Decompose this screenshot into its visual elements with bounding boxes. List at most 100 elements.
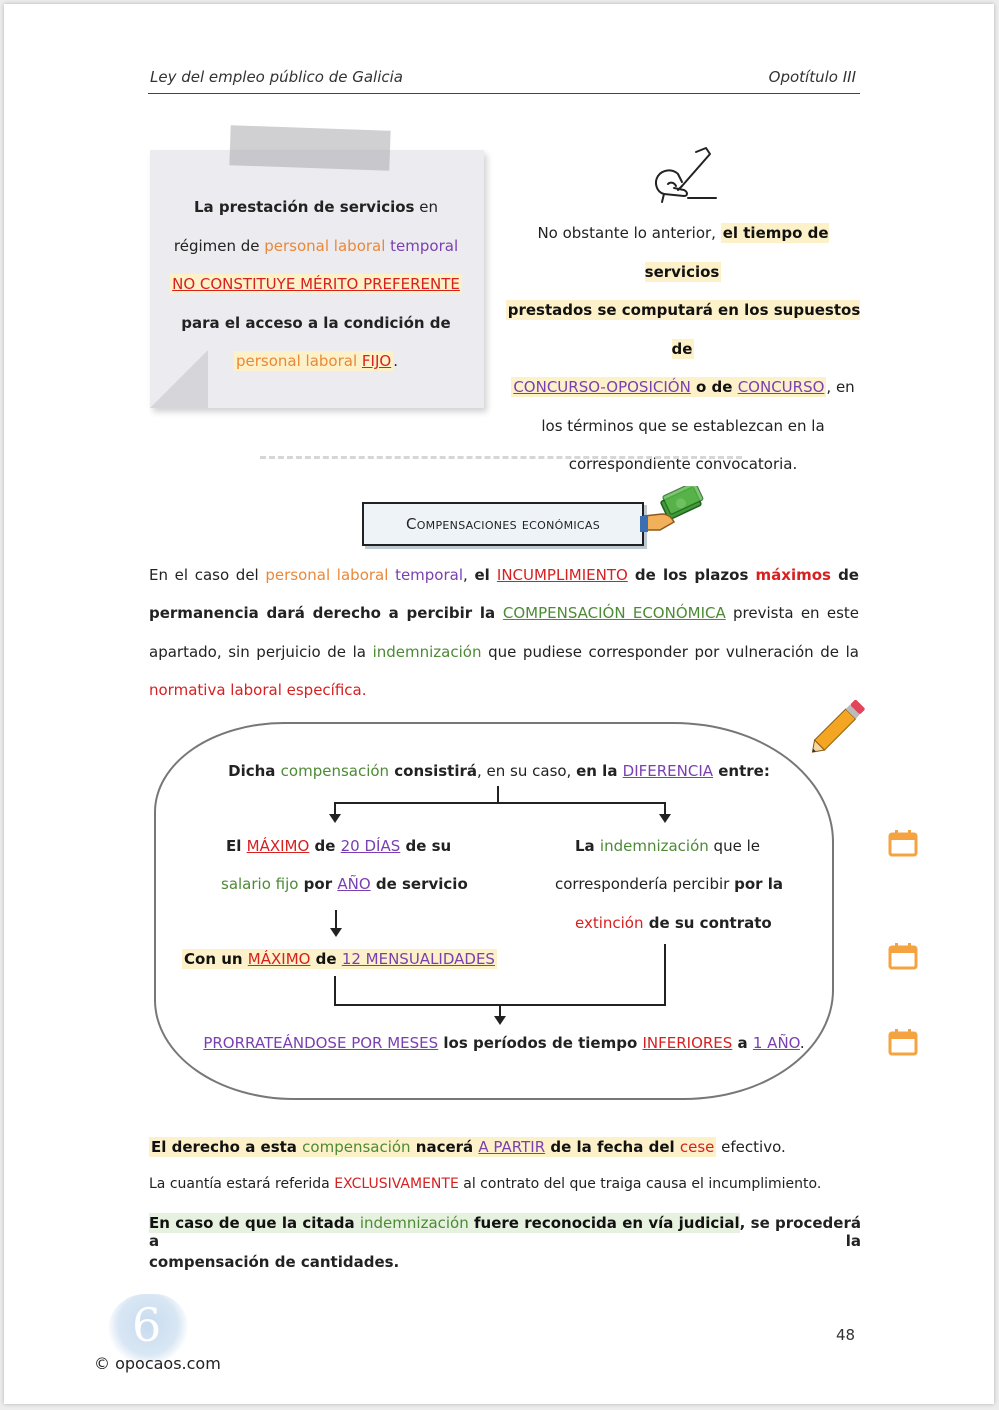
right-en: , en <box>826 378 855 396</box>
left-branch-line1: El MÁXIMO de 20 DÍAS de su <box>226 837 451 855</box>
pencil-icon <box>811 699 865 753</box>
calendar-icon <box>888 830 918 857</box>
document-page: Ley del empleo público de Galicia Opotít… <box>4 4 994 1404</box>
note-term-fijo: FIJO <box>361 352 392 370</box>
bt-compensacion-cantidades: compensación de cantidades. <box>149 1253 400 1271</box>
page-number: 48 <box>836 1326 856 1344</box>
bt-compensacion: compensación <box>302 1138 411 1156</box>
connector-top-horizontal <box>334 802 666 804</box>
arrow-right-down <box>659 814 671 823</box>
diag-por: por <box>298 875 338 893</box>
right-branch-line3: extinción de su contrato <box>575 914 772 932</box>
para-normativa: normativa laboral específica. <box>149 681 367 700</box>
connector-bottom-vertical <box>499 1004 501 1018</box>
diag-el: El <box>226 837 247 855</box>
bottom-line1: El derecho a esta compensación nacerá A … <box>149 1137 861 1157</box>
connector-left-bottom <box>334 976 336 1006</box>
left-branch-line2: salario fijo por AÑO de servicio <box>221 875 468 893</box>
diag-la: La <box>575 837 600 855</box>
diag-ano: AÑO <box>337 875 371 893</box>
bt-cuantia: La cuantía estará referida <box>149 1176 335 1192</box>
diag-salario-fijo: salario fijo <box>221 875 299 893</box>
diag-los-periodos: los períodos de tiempo <box>438 1034 643 1052</box>
left-branch-line3: Con un MÁXIMO de 12 MENSUALIDADES <box>182 949 497 969</box>
note-line1-end: en <box>414 198 438 216</box>
note-fold-corner <box>150 350 208 408</box>
para-prevista: prevista en este apartado, sin perjuicio… <box>149 604 859 661</box>
diagram-top-line: Dicha compensación consistirá, en su cas… <box>4 762 994 780</box>
logo-6-icon: 6 <box>132 1298 162 1352</box>
diag-en-su-caso: , en su caso, <box>477 762 577 780</box>
diag-con-un: Con un <box>184 950 248 968</box>
diag-corresponderia: correspondería percibir <box>555 875 735 893</box>
bt-contrato: al contrato del que traiga causa el incu… <box>458 1176 822 1192</box>
money-hand-icon <box>640 486 704 532</box>
diag-20-dias: 20 DÍAS <box>340 837 401 855</box>
connector-left-mid <box>335 910 337 930</box>
calendar-icon <box>888 1029 918 1056</box>
writing-hand-icon <box>655 147 717 203</box>
diag-prorrateandose: PRORRATEÁNDOSE POR MESES <box>203 1034 439 1052</box>
para-comma: , <box>463 566 475 584</box>
bt-cese: cese <box>679 1138 715 1156</box>
para-seg-a: En el caso del <box>149 566 266 584</box>
arrow-left-mid <box>330 928 342 937</box>
para-indemnizacion: indemnización <box>372 642 482 661</box>
calendar-icon <box>888 943 918 970</box>
term-concurso-oposicion: CONCURSO-OPOSICIÓN <box>513 378 691 396</box>
connector-left-drop <box>334 802 336 816</box>
diag-inferiores: INFERIORES <box>642 1034 733 1052</box>
connector-top-vertical <box>497 786 499 804</box>
diag-en-la: en la <box>576 762 623 780</box>
bt-efectivo: efectivo. <box>716 1138 786 1156</box>
arrow-left-down <box>329 814 341 823</box>
bt-indemnizacion: indemnización <box>359 1214 469 1232</box>
note-term-personal-laboral-2: personal laboral <box>236 352 358 370</box>
dashed-divider <box>260 456 742 459</box>
para-incumplimiento: INCUMPLIMIENTO <box>496 566 628 584</box>
diag-dicha: Dicha <box>228 762 281 780</box>
logo-text[interactable]: © opocaos.com <box>94 1354 221 1373</box>
bottom-line3: En caso de que la citada indemnización f… <box>149 1213 861 1250</box>
right-line4: los términos que se establezcan en la <box>541 416 825 435</box>
diag-de-2: de <box>310 950 342 968</box>
header-section: Opotítulo III <box>768 68 856 86</box>
para-maximos: máximos <box>755 566 831 584</box>
note-period: . <box>393 352 398 370</box>
diag-entre: entre: <box>713 762 770 780</box>
diag-12-mensualidades: 12 MENSUALIDADES <box>341 950 495 968</box>
diag-a: a <box>732 1034 753 1052</box>
diag-diferencia: DIFERENCIA <box>622 762 714 780</box>
connector-right-drop <box>664 802 666 816</box>
para-permanencia: de permanencia dará derecho a percibir l… <box>149 566 859 623</box>
logo-blob: 6 <box>108 1294 188 1362</box>
note-term-temporal: temporal <box>385 236 459 255</box>
note-line1: La prestación de servicios <box>193 198 415 216</box>
bt-via-judicial: fuere reconocida en vía judicial <box>468 1214 740 1232</box>
note-term-personal-laboral: personal laboral <box>264 236 386 255</box>
right-text-block: No obstante lo anterior, el tiempo de se… <box>504 214 862 484</box>
bt-en-caso: En caso de que la citada <box>149 1214 360 1232</box>
right-highlight-2: prestados se computará en los supuestos … <box>505 300 861 359</box>
connector-right-bottom <box>664 944 666 1006</box>
right-o-de: o de <box>690 378 738 396</box>
right-branch-line1: La indemnización que le <box>575 837 760 855</box>
diag-de-servicio: de servicio <box>370 875 468 893</box>
note-text: La prestación de servicios en régimen de… <box>160 188 472 381</box>
diag-1-ano: 1 AÑO <box>752 1034 800 1052</box>
header-title: Ley del empleo público de Galicia <box>150 68 403 86</box>
right-branch-line2: correspondería percibir por la <box>555 875 783 893</box>
para-vulneracion: que pudiese corresponder por vulneración… <box>481 642 859 661</box>
term-concurso: CONCURSO <box>737 378 825 396</box>
bt-exclusivamente: EXCLUSIVAMENTE <box>334 1176 459 1192</box>
bt-a-partir: A PARTIR <box>478 1138 546 1156</box>
note-line4: para el acceso a la condición de <box>181 313 451 332</box>
para-el: el <box>474 566 497 584</box>
diag-maximo-1: MÁXIMO <box>246 837 310 855</box>
tape-strip <box>229 125 391 171</box>
diag-consistira: consistirá <box>389 762 477 780</box>
para-temporal: temporal <box>388 566 464 584</box>
diagram-bubble <box>154 722 834 1100</box>
arrow-bottom <box>494 1016 506 1025</box>
diag-por-la: por la <box>734 875 784 893</box>
